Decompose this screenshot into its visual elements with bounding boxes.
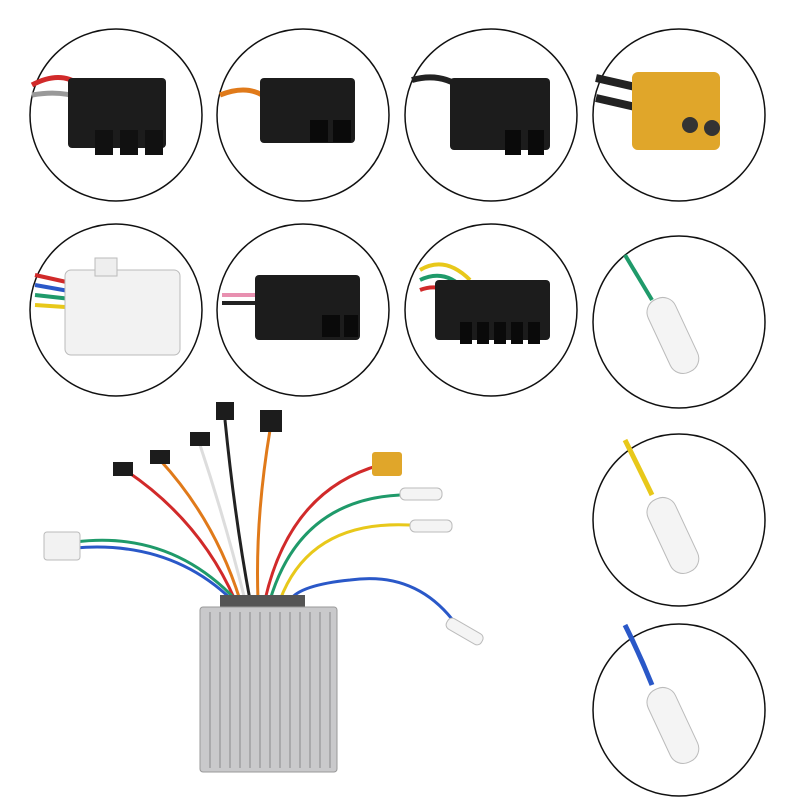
connector-circle-bullet-green [592,235,766,409]
controller-connectors [43,402,484,646]
connector-circle-6pin-white [29,223,203,397]
connector-circle-2pin-pink [216,223,390,397]
connector-circle-bullet-yellow [592,433,766,607]
connector-circle-2pin-orange [216,28,390,202]
connector-circle-3pin-black [404,28,578,202]
connector-circle-3pin-red [29,28,203,202]
connector-circle-5pin-black [404,223,578,397]
connector-circle-xt60 [592,28,766,202]
connector-circle-bullet-blue [592,623,766,797]
controller-wires [74,419,462,631]
controller-box [199,595,338,773]
